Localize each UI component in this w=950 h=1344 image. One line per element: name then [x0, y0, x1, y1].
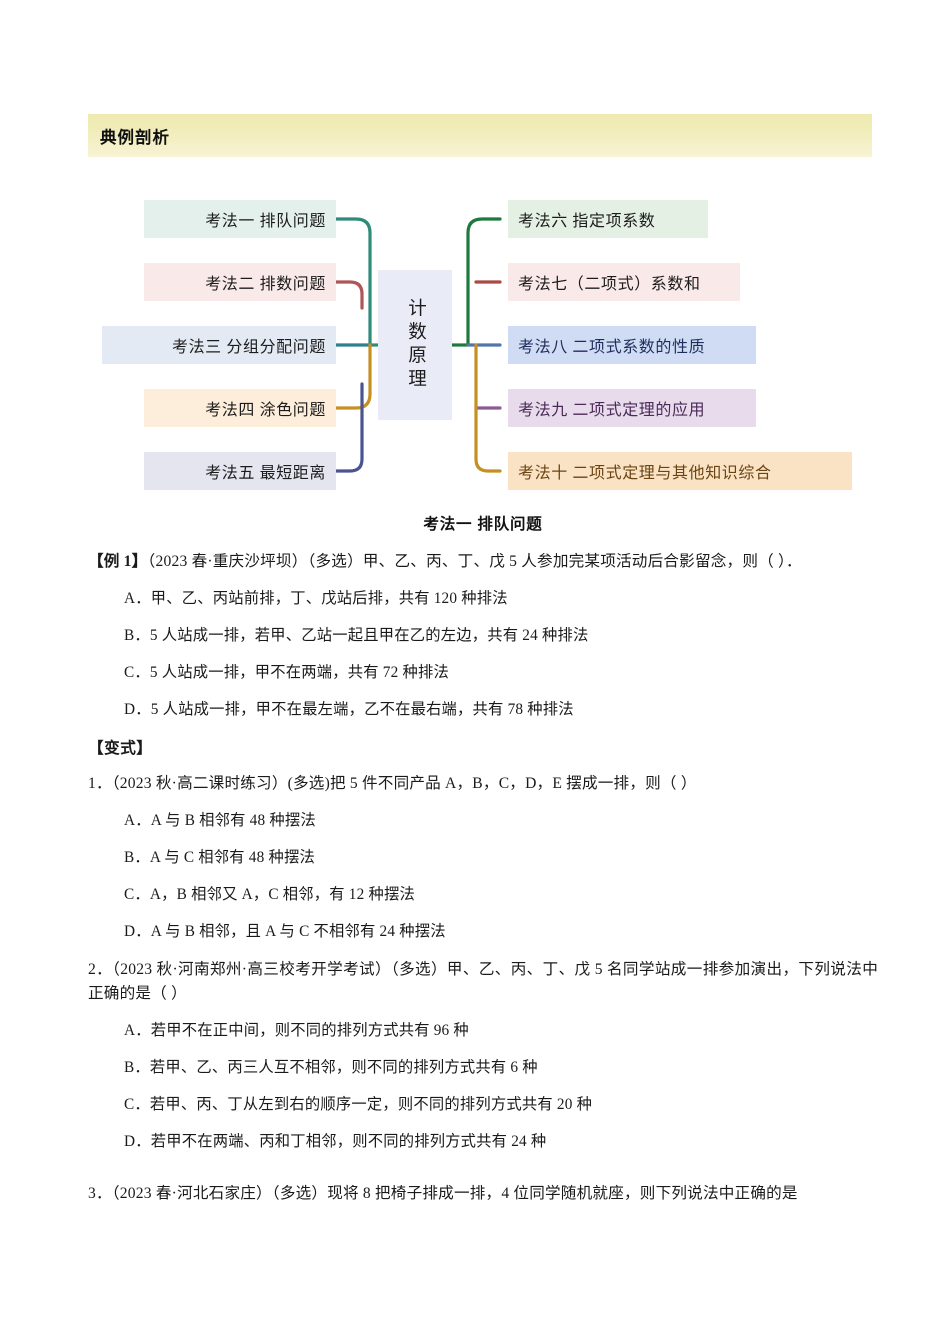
- mindmap-node-label: 考法一 排队问题: [205, 213, 326, 230]
- mindmap-node-label: 考法四 涂色问题: [205, 402, 326, 419]
- mindmap-node-label: 考法九 二项式定理的应用: [518, 402, 706, 419]
- question-1-option-a[interactable]: A．A 与 B 相邻有 48 种摆法: [124, 812, 316, 830]
- question-2-number: 2．: [88, 960, 113, 978]
- question-2-option-b[interactable]: B．若甲、乙、丙三人互不相邻，则不同的排列方式共有 6 种: [124, 1059, 538, 1077]
- example-marker: 【例 1】: [88, 553, 148, 570]
- question-1-stem-text: （2023 秋·高二课时练习）(多选)把 5 件不同产品 A，B，C，D，E 摆…: [111, 774, 697, 792]
- mindmap-node-label: 考法八 二项式系数的性质: [518, 339, 706, 356]
- mindmap-diagram: 考法一 排队问题 考法二 排数问题 考法三 分组分配问题 考法四 涂色问题 考法…: [88, 188, 872, 508]
- question-1-number: 1．: [88, 774, 112, 792]
- example-option-a[interactable]: A．甲、乙、丙站前排，丁、戊站后排，共有 120 种排法: [124, 590, 508, 608]
- mindmap-center-label: 计数原理: [405, 298, 426, 392]
- mindmap-node-right-7[interactable]: 考法七（二项式）系数和: [508, 263, 740, 301]
- example-option-c[interactable]: C．5 人站成一排，甲不在两端，共有 72 种排法: [124, 664, 449, 682]
- question-3-stem: 3．（2023 春·河北石家庄）（多选）现将 8 把椅子排成一排，4 位同学随机…: [88, 1182, 878, 1206]
- mindmap-node-left-3[interactable]: 考法三 分组分配问题: [102, 326, 336, 364]
- mindmap-node-right-8[interactable]: 考法八 二项式系数的性质: [508, 326, 756, 364]
- mindmap-node-label: 考法六 指定项系数: [518, 213, 656, 230]
- mindmap-node-left-5[interactable]: 考法五 最短距离: [144, 452, 336, 490]
- left-connector-4: [334, 343, 372, 410]
- mindmap-node-label: 考法五 最短距离: [205, 465, 326, 482]
- mindmap-node-left-4[interactable]: 考法四 涂色问题: [144, 389, 336, 427]
- mindmap-node-right-9[interactable]: 考法九 二项式定理的应用: [508, 389, 756, 427]
- question-1-stem: 1．（2023 秋·高二课时练习）(多选)把 5 件不同产品 A，B，C，D，E…: [88, 772, 878, 796]
- question-2-option-d[interactable]: D．若甲不在两端、丙和丁相邻，则不同的排列方式共有 24 种: [124, 1132, 547, 1150]
- question-1-option-d[interactable]: D．A 与 B 相邻，且 A 与 C 不相邻有 24 种摆法: [124, 922, 446, 940]
- mindmap-node-right-6[interactable]: 考法六 指定项系数: [508, 200, 708, 238]
- example-option-d[interactable]: D．5 人站成一排，甲不在最左端，乙不在最右端，共有 78 种排法: [124, 700, 574, 718]
- mindmap-connectors: [334, 217, 502, 473]
- question-1-option-c[interactable]: C．A，B 相邻又 A，C 相邻，有 12 种摆法: [124, 885, 415, 903]
- question-2-stem: 2．（2023 秋·河南郑州·高三校考开学考试）（多选）甲、乙、丙、丁、戊 5 …: [88, 958, 878, 1006]
- question-2-stem-text: （2023 秋·河南郑州·高三校考开学考试）（多选）甲、乙、丙、丁、戊 5 名同…: [88, 960, 878, 1002]
- question-3-stem-text: （2023 春·河北石家庄）（多选）现将 8 把椅子排成一排，4 位同学随机就座…: [111, 1184, 798, 1202]
- section-banner: 典例剖析: [88, 114, 872, 157]
- left-connector-2: [334, 280, 364, 310]
- banner-title: 典例剖析: [100, 128, 170, 147]
- question-1-option-b[interactable]: B．A 与 C 相邻有 48 种摆法: [124, 849, 316, 866]
- question-2-option-a[interactable]: A．若甲不在正中间，则不同的排列方式共有 96 种: [124, 1022, 469, 1040]
- example-stem-text: （2023 春·重庆沙坪坝）（多选）甲、乙、丙、丁、戊 5 人参加完某项活动后合…: [147, 553, 802, 570]
- mindmap-node-left-2[interactable]: 考法二 排数问题: [144, 263, 336, 301]
- mindmap-center-node[interactable]: 计数原理: [378, 270, 452, 420]
- mindmap-node-label: 考法七（二项式）系数和: [518, 276, 701, 293]
- right-connector-10: [474, 343, 502, 473]
- section-heading: 考法一 排队问题: [423, 516, 543, 533]
- question-3-number: 3．: [88, 1184, 112, 1202]
- mindmap-node-label: 考法二 排数问题: [205, 276, 326, 293]
- mindmap-node-label: 考法十 二项式定理与其他知识综合: [518, 465, 772, 482]
- mindmap-node-right-10[interactable]: 考法十 二项式定理与其他知识综合: [508, 452, 852, 490]
- example-option-b[interactable]: B．5 人站成一排，若甲、乙站一起且甲在乙的左边，共有 24 种排法: [124, 627, 589, 645]
- left-connector-5: [334, 382, 364, 473]
- variant-section-marker: 【变式】: [88, 739, 153, 757]
- left-connector-1: [334, 217, 372, 347]
- example-question-stem: 【例 1】（2023 春·重庆沙坪坝）（多选）甲、乙、丙、丁、戊 5 人参加完某…: [88, 550, 878, 574]
- right-connector-6: [466, 217, 502, 347]
- question-2-option-c[interactable]: C．若甲、丙、丁从左到右的顺序一定，则不同的排列方式共有 20 种: [124, 1096, 593, 1113]
- document-body: 考法一 排队问题 【例 1】（2023 春·重庆沙坪坝）（多选）甲、乙、丙、丁、…: [88, 512, 878, 1220]
- mindmap-node-label: 考法三 分组分配问题: [171, 339, 326, 356]
- mindmap-node-left-1[interactable]: 考法一 排队问题: [144, 200, 336, 238]
